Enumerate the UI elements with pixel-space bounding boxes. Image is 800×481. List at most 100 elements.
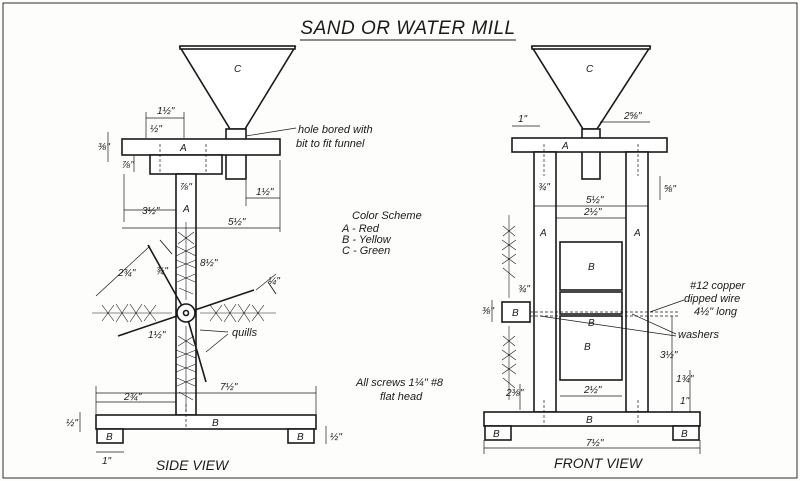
front-foot-left (484, 425, 512, 441)
front-quill-bottom (501, 326, 517, 400)
side-base-label: B (212, 418, 219, 429)
dim-front-side-h: 3½" (660, 350, 678, 361)
dim-front-top-off: 1" (518, 114, 528, 125)
side-hub (176, 303, 196, 323)
side-top-board (121, 138, 281, 156)
side-post-label: A (182, 204, 190, 215)
front-upright-right-label: A (633, 228, 641, 239)
front-top-board (511, 137, 668, 153)
side-foot-right-label: B (297, 432, 304, 443)
side-spoke-tip-b (267, 281, 277, 295)
front-foot-right-label: B (681, 429, 688, 440)
dim-side-post-h: 8½" (200, 258, 218, 269)
dim-front-top-drop: ⅝" (664, 184, 676, 195)
front-quill-top (501, 215, 517, 298)
dim-side-blade-len: 2¾" (117, 268, 136, 279)
side-block (149, 154, 223, 175)
front-base-label: B (586, 415, 593, 426)
quill-top (175, 222, 197, 300)
dim-side-base-w: 7½" (220, 382, 238, 393)
quill-bottom (175, 326, 197, 412)
side-top-board-label: A (179, 143, 187, 154)
front-base (483, 411, 701, 427)
dim-front-funnel-w: 2⅝" (623, 111, 642, 122)
side-foot-left-label: B (106, 432, 113, 443)
dim-side-base-left: 2¾" (123, 392, 142, 403)
dim-front-hub-h: ⅜" (482, 306, 494, 317)
dim-side-right-offset: 1½" (256, 187, 274, 198)
quill-left (92, 303, 172, 323)
color-scheme-a: A - Red (341, 223, 380, 235)
color-scheme: Color Scheme A - Red B - Yellow C - Gree… (341, 210, 422, 257)
dim-side-block-drop: ⅞" (122, 160, 134, 171)
quills-leader-b (205, 333, 229, 353)
dim-side-left-offset: 3½" (142, 206, 160, 217)
side-funnel-label: C (234, 64, 242, 75)
dim-line-blade-len (95, 245, 151, 297)
dim-side-foot-h: ½" (330, 432, 342, 443)
side-base (95, 414, 317, 430)
dim-side-top-thick: ⅜" (98, 142, 110, 153)
side-funnel (178, 46, 297, 130)
note-screws-line2: flat head (380, 391, 423, 403)
note-screws-line1: All screws 1¼" #8 (355, 377, 444, 389)
washer-leader-a (631, 313, 677, 335)
side-view-label: SIDE VIEW (156, 457, 230, 473)
drawing-title: SAND OR WATER MILL (300, 18, 515, 39)
dim-front-side-h2: 1¾" (676, 374, 694, 385)
side-spoke-tip-a (159, 239, 173, 255)
dim-side-hub-r: ¼" (268, 275, 280, 287)
front-wheel-upper-label: B (588, 262, 595, 273)
note-wire-line3: 4½" long (694, 306, 738, 318)
front-upright-left-label: A (539, 228, 547, 239)
side-foot-right (287, 428, 315, 444)
note-quills: quills (232, 327, 258, 339)
front-hub-label: B (512, 308, 519, 319)
side-spoke-lower-left (117, 312, 187, 337)
color-scheme-c: C - Green (342, 245, 390, 257)
dim-front-upright-in: ¾" (538, 182, 550, 193)
dim-side-base-thick: ½" (66, 418, 78, 429)
dim-line-hub-r (255, 273, 277, 291)
washer-leader-b (539, 315, 677, 337)
color-scheme-heading: Color Scheme (352, 210, 422, 222)
front-top-board-label: A (561, 141, 569, 152)
front-funnel-rim (531, 45, 651, 50)
front-wheel-upper (559, 241, 623, 291)
note-wire-line1: #12 copper (690, 280, 746, 292)
front-wheel-lower-label: B (584, 342, 591, 353)
front-view: C A A A B B B B B B B (482, 45, 746, 471)
hole-leader (245, 127, 297, 137)
quill-right (200, 303, 276, 323)
dim-front-span-outer: 5½" (586, 195, 604, 206)
side-view: C A A B B B (66, 45, 373, 473)
side-funnel-rim (179, 45, 296, 50)
quills-leader-a (199, 329, 229, 333)
front-upright-right (625, 151, 649, 413)
dim-side-post-w: ⅞" (180, 182, 192, 193)
dim-side-hub-in: 1½" (148, 330, 166, 341)
dim-front-span-inner: 2½" (583, 207, 602, 218)
side-spoke-lower-right (185, 312, 207, 383)
note-hole-line1: hole bored with (298, 124, 373, 136)
front-funnel-spout (581, 128, 601, 180)
dim-side-blade-w: ¾" (156, 266, 168, 277)
dim-front-base-w: 7½" (586, 438, 604, 449)
side-quills (92, 222, 276, 412)
front-wheel-middle (559, 291, 623, 315)
dim-front-foot-h: 1" (680, 396, 690, 407)
dim-side-top-width: 1½" (157, 106, 175, 117)
dim-side-overall-top: 5½" (228, 217, 246, 228)
dim-front-base-inner: 2½" (583, 385, 602, 396)
front-foot-left-label: B (493, 429, 500, 440)
front-funnel-label: C (586, 64, 594, 75)
dim-side-top-offset: ½" (150, 124, 162, 135)
wire-leader (649, 299, 685, 313)
front-foot-right (672, 425, 700, 441)
color-scheme-b: B - Yellow (342, 234, 392, 246)
front-view-label: FRONT VIEW (554, 455, 644, 471)
dim-front-base-left: 2⅜" (505, 388, 524, 399)
